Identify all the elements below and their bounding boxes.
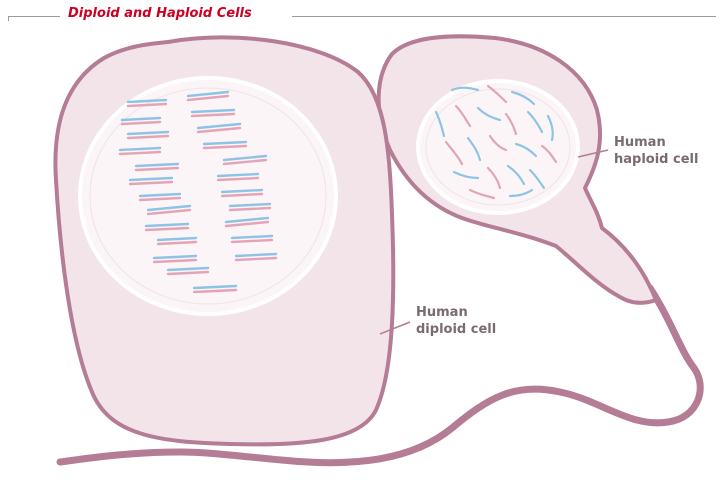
diploid-label: Human diploid cell (416, 304, 496, 338)
haploid-label: Human haploid cell (614, 134, 698, 168)
haploid-label-line2: haploid cell (614, 151, 698, 168)
haploid-label-line1: Human (614, 134, 698, 151)
haploid-nucleus (418, 81, 578, 213)
diploid-label-line1: Human (416, 304, 496, 321)
diploid-label-line2: diploid cell (416, 321, 496, 338)
diploid-nucleus (80, 78, 336, 314)
